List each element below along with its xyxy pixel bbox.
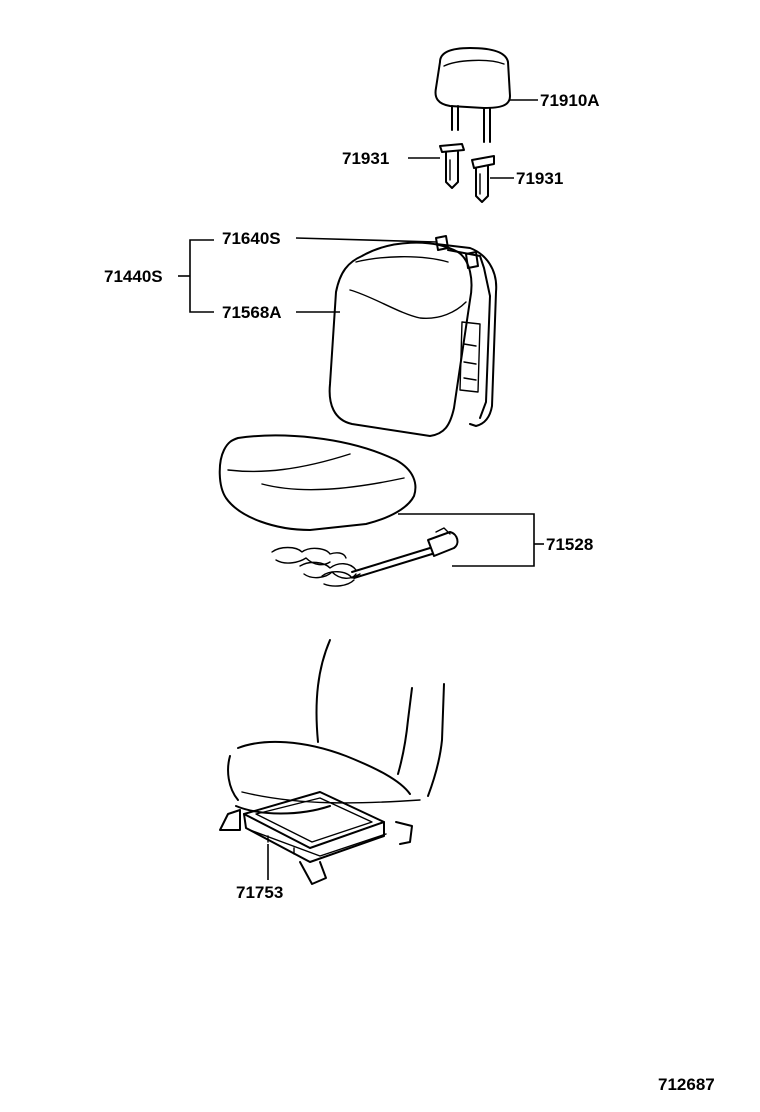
label-headrest: 71910A xyxy=(540,91,600,110)
label-adjuster: 71753 xyxy=(236,883,283,902)
seat-assembly-drawing xyxy=(219,639,445,885)
label-seatback-frame: 71640S xyxy=(222,229,281,248)
headrest-support-left-drawing xyxy=(439,143,465,189)
label-seatback-cover: 71568A xyxy=(222,303,282,322)
leader-lines xyxy=(178,99,544,880)
seat-cushion-drawing xyxy=(218,434,417,531)
headrest-support-right-drawing xyxy=(471,155,495,203)
label-seatback-assembly: 71440S xyxy=(104,267,163,286)
label-cushion-frame: 71528 xyxy=(546,535,593,554)
label-headrest-support-left: 71931 xyxy=(342,149,389,168)
label-headrest-support-right: 71931 xyxy=(516,169,563,188)
cushion-frame-drawing xyxy=(271,527,459,587)
figure-number: 712687 xyxy=(658,1075,715,1094)
headrest-drawing xyxy=(434,47,511,143)
seatback-drawing xyxy=(328,235,498,437)
